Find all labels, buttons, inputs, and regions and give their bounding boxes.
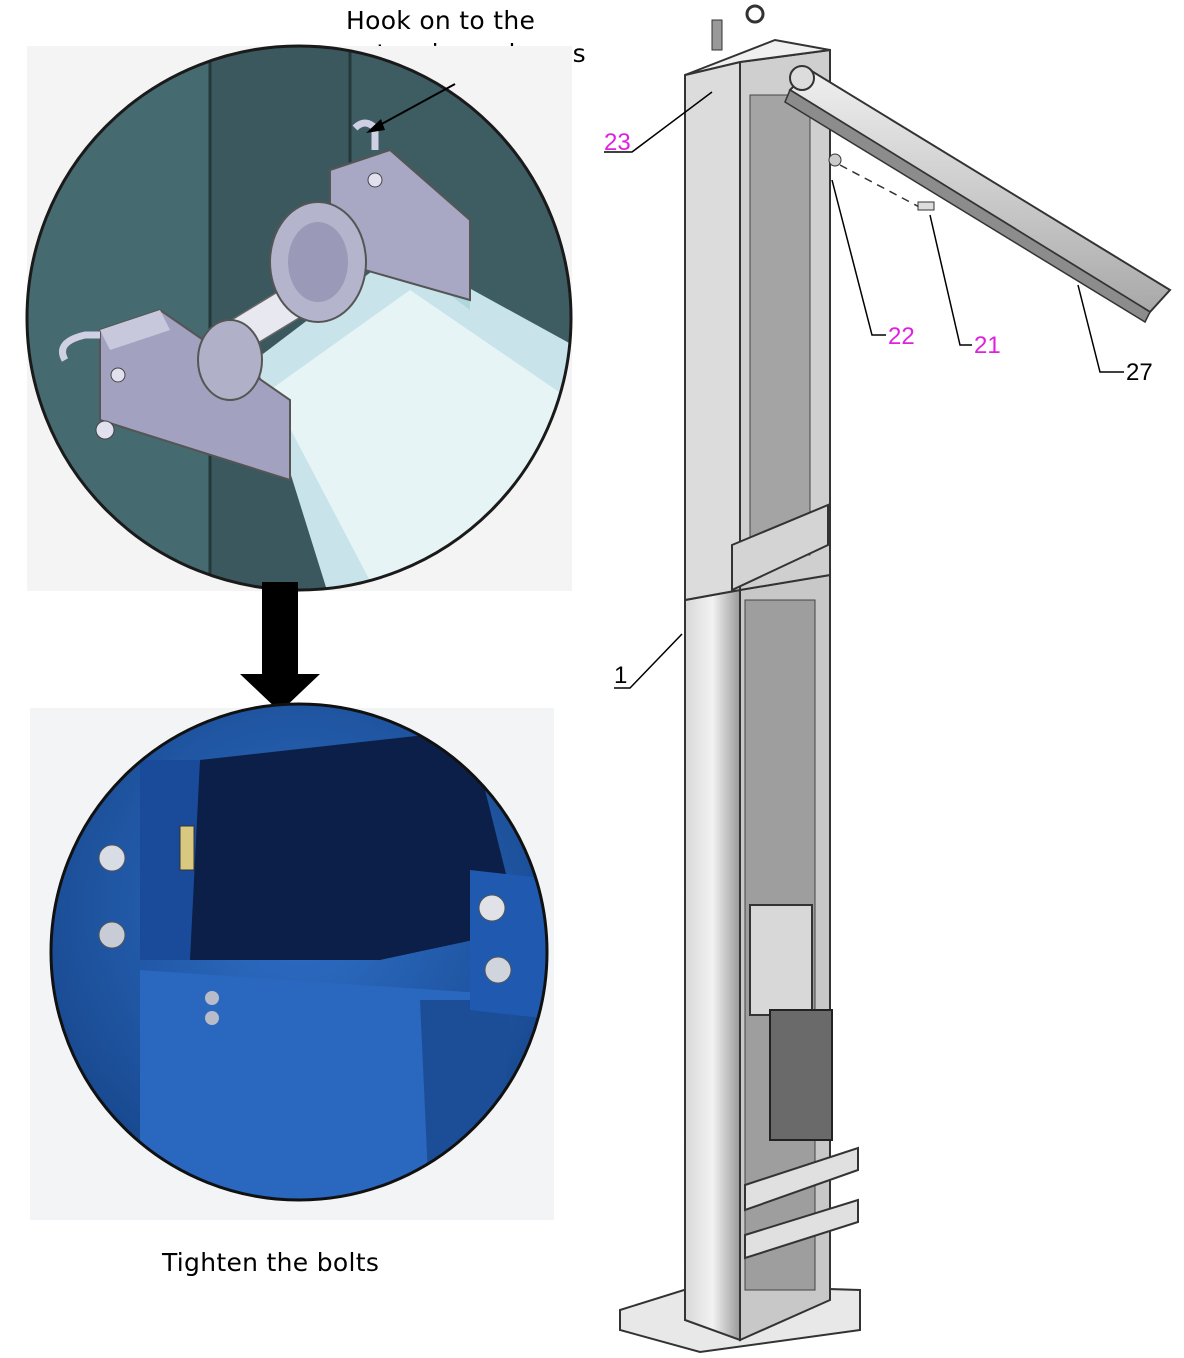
hook-detail-view xyxy=(25,44,573,592)
part-label-27: 27 xyxy=(1126,359,1153,386)
hook-pointer-arrow xyxy=(366,83,456,133)
leader-lines xyxy=(604,91,1124,689)
bolt-photo-view xyxy=(30,702,554,1220)
part-label-21: 21 xyxy=(974,332,1001,359)
column-assembly-drawing xyxy=(619,4,1172,1354)
part-label-1: 1 xyxy=(614,662,627,689)
part-label-22: 22 xyxy=(888,323,915,350)
tighten-bolts-caption: Tighten the bolts xyxy=(162,1248,380,1277)
hook-instruction-line1: Hook on to the xyxy=(346,6,536,35)
part-label-23: 23 xyxy=(604,129,631,156)
down-arrow-icon xyxy=(240,582,320,712)
